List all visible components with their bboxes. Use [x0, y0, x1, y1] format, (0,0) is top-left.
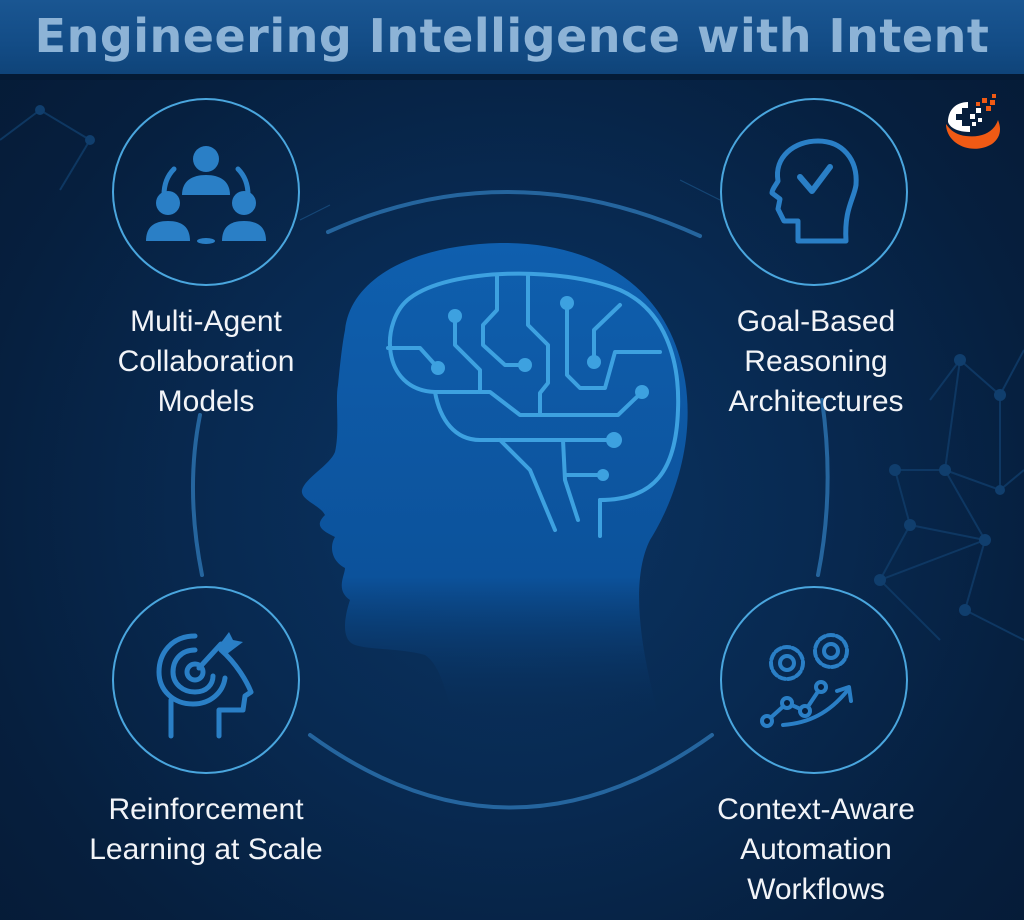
multi-agent-people-icon [146, 146, 266, 244]
feature-icon-circle-reinforcement [112, 586, 300, 774]
feature-icon-circle-multi-agent [112, 98, 300, 286]
gears-growth-chart-icon [760, 633, 853, 728]
feature-label-line: Multi-Agent [130, 305, 282, 338]
circuit-brain-icon [386, 271, 681, 538]
title-banner: Engineering Intelligence with Intent [0, 0, 1024, 80]
feature-label-line: Learning at Scale [89, 833, 323, 866]
head-target-arrow-icon [156, 632, 254, 739]
feature-label-goal-based: Goal-Based Reasoning Architectures [666, 302, 966, 422]
brand-logo-icon [946, 94, 1000, 149]
page-title: Engineering Intelligence with Intent [34, 9, 990, 63]
feature-label-line: Collaboration [117, 345, 295, 378]
circuit-nodes [431, 296, 649, 481]
head-checkmark-icon [769, 138, 859, 244]
feature-label-multi-agent: Multi-Agent Collaboration Models [56, 302, 356, 422]
outer-ring [190, 190, 830, 810]
feature-label-context-aware: Context-Aware Automation Workflows [656, 790, 976, 910]
feature-label-line: Models [157, 385, 255, 418]
feature-label-line: Reasoning [744, 345, 888, 378]
feature-label-line: Architectures [728, 385, 904, 418]
feature-label-line: Goal-Based [736, 305, 896, 338]
feature-label-line: Reinforcement [108, 793, 304, 826]
feature-icon-circle-context-aware [720, 586, 908, 774]
feature-icon-circle-goal-based [720, 98, 908, 286]
feature-label-line: Context-Aware [717, 793, 915, 826]
feature-label-line: Automation [740, 833, 892, 866]
network-background-pattern [0, 105, 1024, 641]
feature-label-line: Workflows [747, 873, 885, 906]
feature-label-reinforcement: Reinforcement Learning at Scale [46, 790, 366, 870]
